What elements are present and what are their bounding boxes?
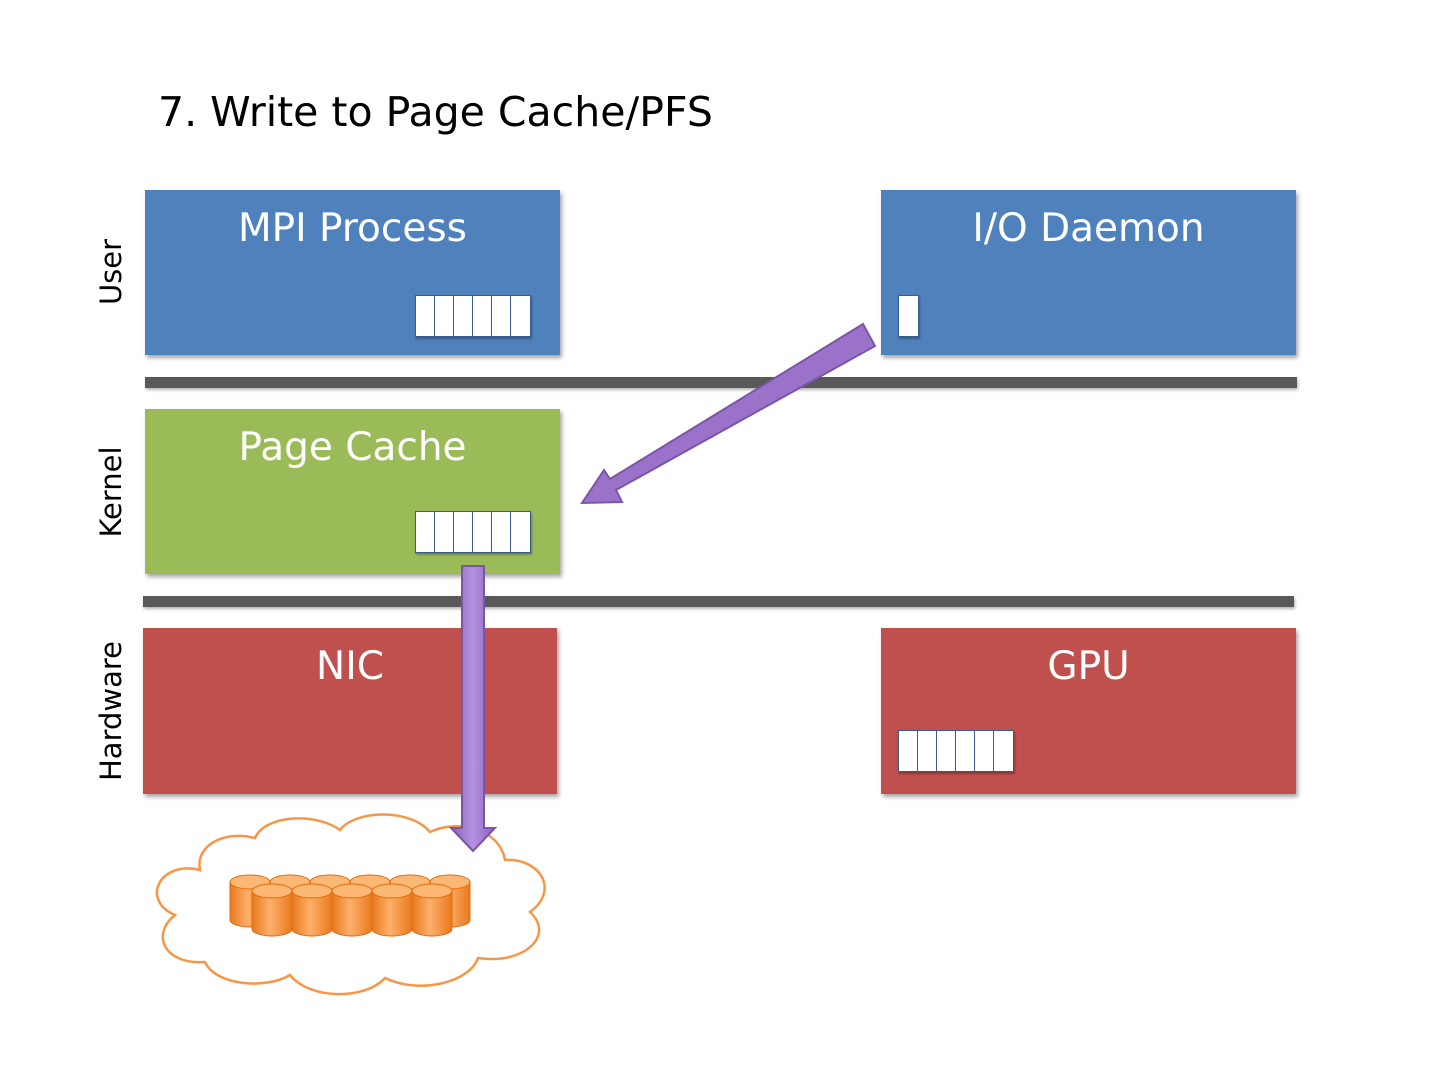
- storage-cylinder-icon: [291, 883, 333, 937]
- buffer-cell: [492, 296, 511, 336]
- nic-box: NIC: [143, 628, 557, 794]
- storage-cylinder-icon: [411, 883, 453, 937]
- arrow-io-daemon-to-page-cache: [580, 322, 877, 505]
- page-cache-label: Page Cache: [238, 425, 467, 470]
- buffer-cell: [899, 731, 918, 771]
- kernel-hardware-divider: [143, 596, 1294, 607]
- nic-label: NIC: [316, 644, 384, 689]
- arrow-page-cache-to-pfs: [448, 565, 498, 853]
- buffer-cell: [454, 512, 473, 552]
- buffer-cell: [492, 512, 511, 552]
- storage-cylinder-icon: [331, 883, 373, 937]
- io-daemon-box: I/O Daemon: [881, 190, 1296, 355]
- mpi-process-label: MPI Process: [237, 206, 467, 251]
- storage-cylinder-icon: [251, 883, 293, 937]
- mpi-process-buffer: [415, 295, 531, 337]
- page-cache-buffer: [415, 511, 531, 553]
- storage-array: [229, 874, 471, 937]
- io-daemon-label: I/O Daemon: [972, 206, 1205, 251]
- buffer-cell: [473, 512, 492, 552]
- user-kernel-divider: [145, 377, 1297, 388]
- gpu-buffer: [898, 730, 1014, 772]
- buffer-cell: [937, 731, 956, 771]
- buffer-cell: [435, 296, 454, 336]
- buffer-cell: [975, 731, 994, 771]
- buffer-cell: [454, 296, 473, 336]
- io-daemon-buffer: [898, 295, 919, 337]
- gpu-label: GPU: [1047, 644, 1130, 689]
- buffer-cell: [918, 731, 937, 771]
- buffer-cell: [956, 731, 975, 771]
- storage-cylinder-icon: [371, 883, 413, 937]
- buffer-cell: [473, 296, 492, 336]
- slide-title: 7. Write to Page Cache/PFS: [158, 88, 713, 136]
- buffer-cell: [435, 512, 454, 552]
- buffer-cell: [416, 512, 435, 552]
- buffer-cell: [416, 296, 435, 336]
